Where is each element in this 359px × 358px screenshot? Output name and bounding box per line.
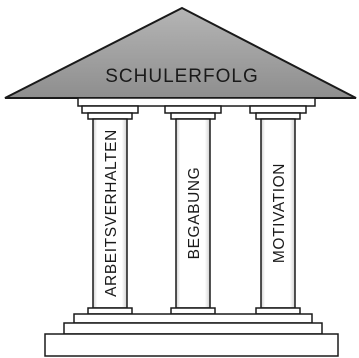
pillar-motivation: MOTIVATION (250, 106, 306, 314)
pillar-capital-lower (88, 113, 132, 119)
temple-base (45, 314, 338, 356)
base-step-middle (64, 323, 322, 334)
base-step-top (74, 314, 312, 323)
pillar-label: ARBEITSVERHALTEN (103, 129, 120, 297)
pillar-base-upper (256, 308, 300, 314)
pillar-base-upper (171, 308, 215, 314)
pillar-capital-lower (171, 113, 215, 119)
roof: SCHULERFOLG (5, 8, 356, 98)
pillar-capital (82, 106, 138, 113)
architrave-beam (78, 98, 315, 106)
pillar-base-upper (88, 308, 132, 314)
pillar-label: MOTIVATION (271, 163, 288, 263)
base-step-bottom (45, 334, 338, 356)
pillar-capital (165, 106, 221, 113)
roof-label: SCHULERFOLG (105, 66, 259, 87)
pillar-capital-lower (256, 113, 300, 119)
pillar-capital (250, 106, 306, 113)
architrave (78, 98, 315, 106)
pillar-arbeitsverhalten: ARBEITSVERHALTEN (82, 106, 138, 314)
pillar-begabung: BEGABUNG (165, 106, 221, 314)
pillar-label: BEGABUNG (186, 167, 203, 260)
